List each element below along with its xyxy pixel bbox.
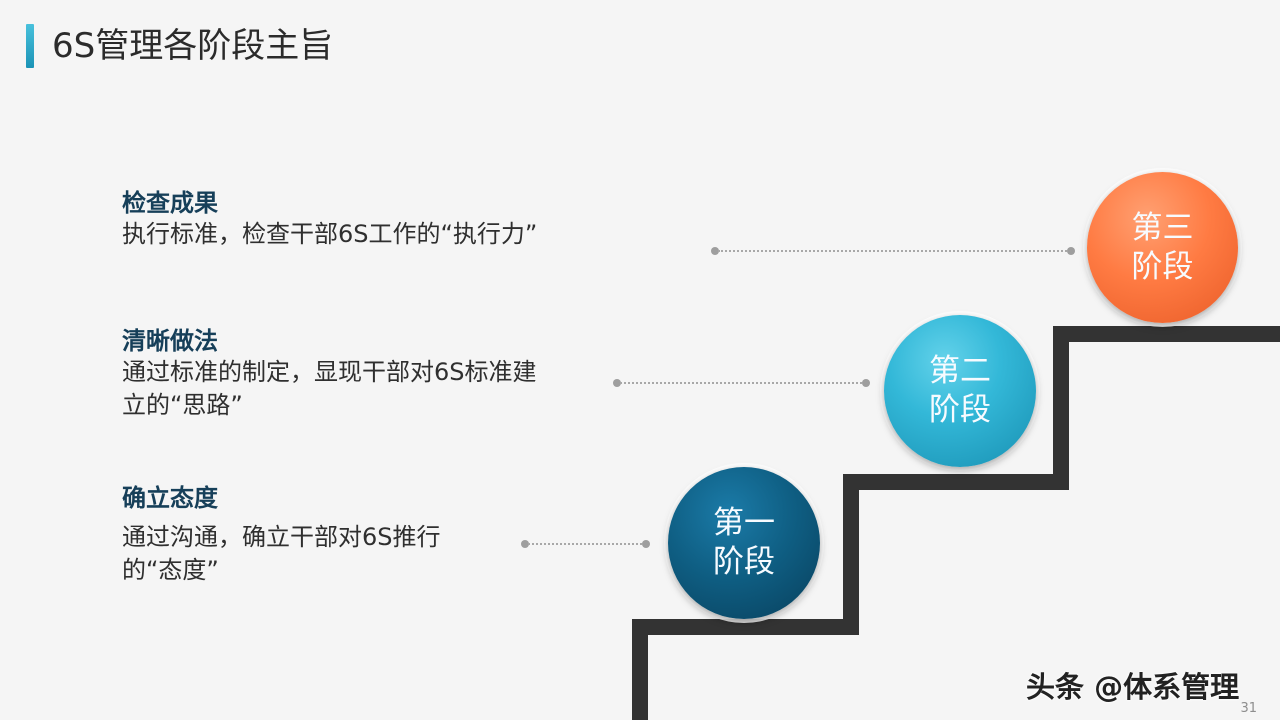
stage-2-description-line-1: 通过标准的制定，显现干部对6S标准建 (122, 358, 537, 386)
stage-2-circle-line-1: 第二 (929, 353, 991, 389)
stage-3-circle-line-2: 阶段 (1131, 248, 1194, 285)
stage-1-circle-line-2: 阶段 (713, 544, 775, 580)
connector-3-start-dot (711, 247, 719, 255)
connector-2-end-dot (862, 379, 870, 387)
stage-1-heading: 确立态度 (122, 484, 218, 512)
stage-3-description-line-1: 执行标准，检查干部6S工作的“执行力” (122, 220, 538, 248)
stage-3-heading: 检查成果 (122, 189, 218, 217)
stage-2-heading: 清晰做法 (122, 327, 218, 355)
stage-2-description-line-2: 立的“思路” (122, 391, 243, 419)
stage-1-text-block: 确立态度 通过沟通，确立干部对6S推行 的“态度” (122, 483, 441, 587)
watermark-text: 头条 @体系管理 (1026, 670, 1240, 704)
connector-1-start-dot (521, 540, 529, 548)
stage-2-circle-line-2: 阶段 (929, 392, 991, 428)
stage-1-description-line-2: 的“态度” (122, 556, 219, 584)
page-number: 31 (1240, 701, 1257, 716)
connector-2-dotted-line (620, 382, 866, 384)
slide-title: 6S管理各阶段主旨 (52, 26, 334, 66)
connector-2-start-dot (613, 379, 621, 387)
stage-2-circle: 第二 阶段 (884, 315, 1036, 467)
connector-3-dotted-line (718, 250, 1070, 252)
stage-1-description-line-1: 通过沟通，确立干部对6S推行 (122, 523, 441, 551)
stage-3-circle-line-1: 第三 (1131, 209, 1194, 246)
connector-1-dotted-line (528, 543, 646, 545)
stage-1-circle: 第一 阶段 (668, 467, 820, 619)
stage-3-circle: 第三 阶段 (1087, 172, 1238, 323)
connector-3-end-dot (1067, 247, 1075, 255)
stage-1-circle-line-1: 第一 (713, 505, 775, 541)
title-accent-bar (26, 24, 34, 68)
connector-1-end-dot (642, 540, 650, 548)
stage-3-text-block: 检查成果 执行标准，检查干部6S工作的“执行力” (122, 188, 537, 251)
stage-2-text-block: 清晰做法 通过标准的制定，显现干部对6S标准建 立的“思路” (122, 326, 537, 422)
